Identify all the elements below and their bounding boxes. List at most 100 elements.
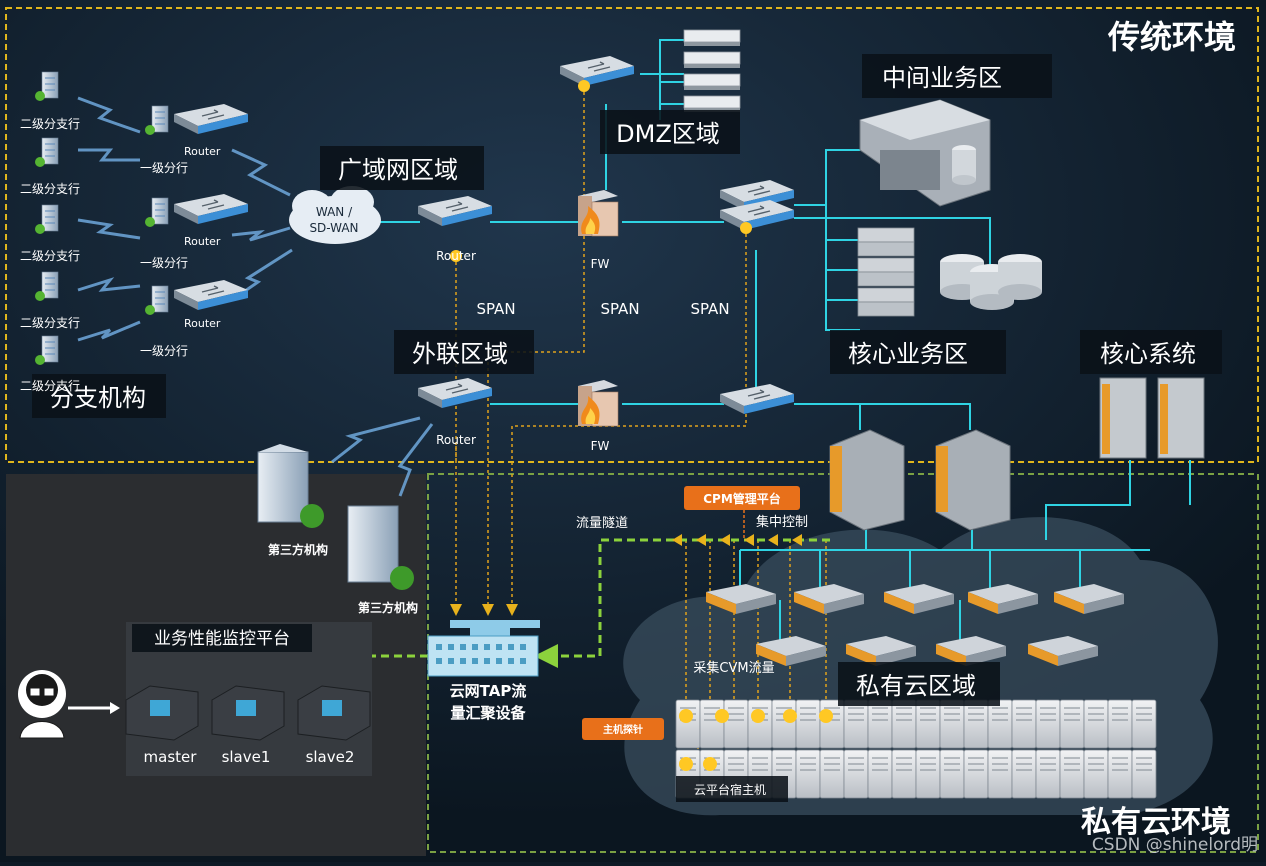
host-server bbox=[675, 699, 701, 749]
span-label-1: SPAN bbox=[476, 300, 515, 318]
third-party-label-2: 第三方机构 bbox=[358, 600, 418, 615]
branch-router-label-2: Router bbox=[184, 235, 221, 248]
host-server bbox=[747, 699, 773, 749]
first-branch-label-1: 一级分行 bbox=[140, 161, 188, 175]
external-zone-label: 外联区域 bbox=[412, 340, 508, 368]
core-business-label: 核心业务区 bbox=[848, 340, 968, 368]
host-server bbox=[891, 749, 917, 799]
collect-cvm-label: 采集CVM流量 bbox=[693, 660, 774, 676]
branch-router-label-3: Router bbox=[184, 317, 221, 330]
host-server bbox=[843, 699, 869, 749]
monitor-platform-title: 业务性能监控平台 bbox=[154, 629, 290, 649]
tap-label-line-2: 量汇聚设备 bbox=[450, 704, 526, 722]
host-server bbox=[1107, 699, 1133, 749]
host-server bbox=[1059, 699, 1085, 749]
monitor-servers bbox=[125, 685, 371, 741]
host-server bbox=[771, 699, 797, 749]
host-server bbox=[1083, 749, 1109, 799]
third-party-buildings bbox=[257, 444, 414, 590]
host-server bbox=[843, 749, 869, 799]
host-server bbox=[819, 749, 845, 799]
traditional-env-border bbox=[5, 7, 1259, 463]
first-branch-label-3: 一级分行 bbox=[140, 344, 188, 358]
span-label-2: SPAN bbox=[600, 300, 639, 318]
tap-label-line-1: 云网TAP流 bbox=[450, 682, 527, 700]
host-server bbox=[963, 699, 989, 749]
wan-zone-label: 广域网区域 bbox=[338, 156, 458, 184]
second-branch-label-3: 二级分支行 bbox=[20, 249, 80, 263]
host-server bbox=[963, 749, 989, 799]
cloud-core-racks bbox=[829, 429, 1011, 531]
host-server bbox=[1131, 699, 1157, 749]
traditional-env-title: 传统环境 bbox=[1107, 18, 1236, 56]
first-branch-label-2: 一级分行 bbox=[140, 256, 188, 270]
host-server bbox=[891, 699, 917, 749]
host-server bbox=[915, 749, 941, 799]
external-firewall-icon bbox=[577, 379, 619, 427]
branch-label: 分支机构 bbox=[50, 384, 146, 412]
host-server bbox=[699, 699, 725, 749]
slave1-node-label: slave1 bbox=[222, 748, 271, 766]
network-links bbox=[378, 39, 1191, 640]
traffic-tunnel-label: 流量隧道 bbox=[576, 515, 628, 531]
host-probe-badge bbox=[582, 718, 664, 740]
dmz-label: DMZ区域 bbox=[616, 120, 720, 148]
wan-cloud-label-1: WAN / bbox=[316, 205, 353, 219]
second-branch-label-4: 二级分支行 bbox=[20, 316, 80, 330]
host-server bbox=[987, 749, 1013, 799]
host-server bbox=[867, 749, 893, 799]
tap-device bbox=[427, 620, 540, 677]
host-server bbox=[1035, 749, 1061, 799]
host-server bbox=[1107, 749, 1133, 799]
middle-business-label: 中间业务区 bbox=[882, 64, 1002, 92]
external-fw-label: FW bbox=[591, 439, 610, 453]
core-business-servers bbox=[857, 227, 1042, 317]
host-server bbox=[1011, 699, 1037, 749]
watermark: CSDN @shinelord明 bbox=[1092, 835, 1258, 855]
wireless-links bbox=[77, 96, 434, 497]
middle-business-servers bbox=[859, 99, 991, 207]
cpm-badge bbox=[684, 486, 800, 510]
host-server bbox=[1011, 749, 1037, 799]
host-server bbox=[939, 749, 965, 799]
span-label-3: SPAN bbox=[690, 300, 729, 318]
second-branch-label-1: 二级分支行 bbox=[20, 117, 80, 131]
private-cloud-env-title: 私有云环境 bbox=[1081, 805, 1231, 840]
host-server bbox=[1035, 699, 1061, 749]
host-server bbox=[1059, 749, 1085, 799]
slave2-node-label: slave2 bbox=[306, 748, 355, 766]
host-server bbox=[939, 699, 965, 749]
second-branch-label-2: 二级分支行 bbox=[20, 182, 80, 196]
host-server bbox=[723, 699, 749, 749]
zone-label-backgrounds bbox=[32, 54, 1222, 802]
span-tap-points bbox=[450, 80, 833, 771]
branch-router-label-1: Router bbox=[184, 145, 221, 158]
second-branch-label-5: 二级分支行 bbox=[20, 379, 80, 393]
host-server bbox=[987, 699, 1013, 749]
external-router-label: Router bbox=[436, 433, 476, 447]
host-server bbox=[819, 699, 845, 749]
host-server bbox=[1131, 749, 1157, 799]
host-probe-label: 主机探针 bbox=[603, 723, 643, 736]
third-party-label-1: 第三方机构 bbox=[268, 542, 328, 557]
host-server bbox=[867, 699, 893, 749]
host-label: 云平台宿主机 bbox=[694, 782, 766, 797]
core-system-racks bbox=[1099, 377, 1205, 459]
host-server bbox=[915, 699, 941, 749]
central-control-label: 集中控制 bbox=[756, 514, 808, 530]
tunnel-arrowheads bbox=[672, 534, 802, 546]
cpm-label: CPM管理平台 bbox=[703, 491, 781, 506]
wan-cloud bbox=[289, 186, 381, 244]
firewall-icon bbox=[577, 189, 619, 237]
host-server bbox=[1083, 699, 1109, 749]
master-node-label: master bbox=[144, 748, 198, 766]
core-system-label: 核心系统 bbox=[1100, 340, 1196, 368]
wan-router-label: Router bbox=[436, 249, 476, 263]
wan-cloud-label-2: SD-WAN bbox=[309, 221, 358, 235]
private-cloud-zone-label: 私有云区域 bbox=[856, 672, 976, 700]
host-server bbox=[795, 749, 821, 799]
user-avatar-icon bbox=[18, 670, 120, 739]
host-server bbox=[795, 699, 821, 749]
